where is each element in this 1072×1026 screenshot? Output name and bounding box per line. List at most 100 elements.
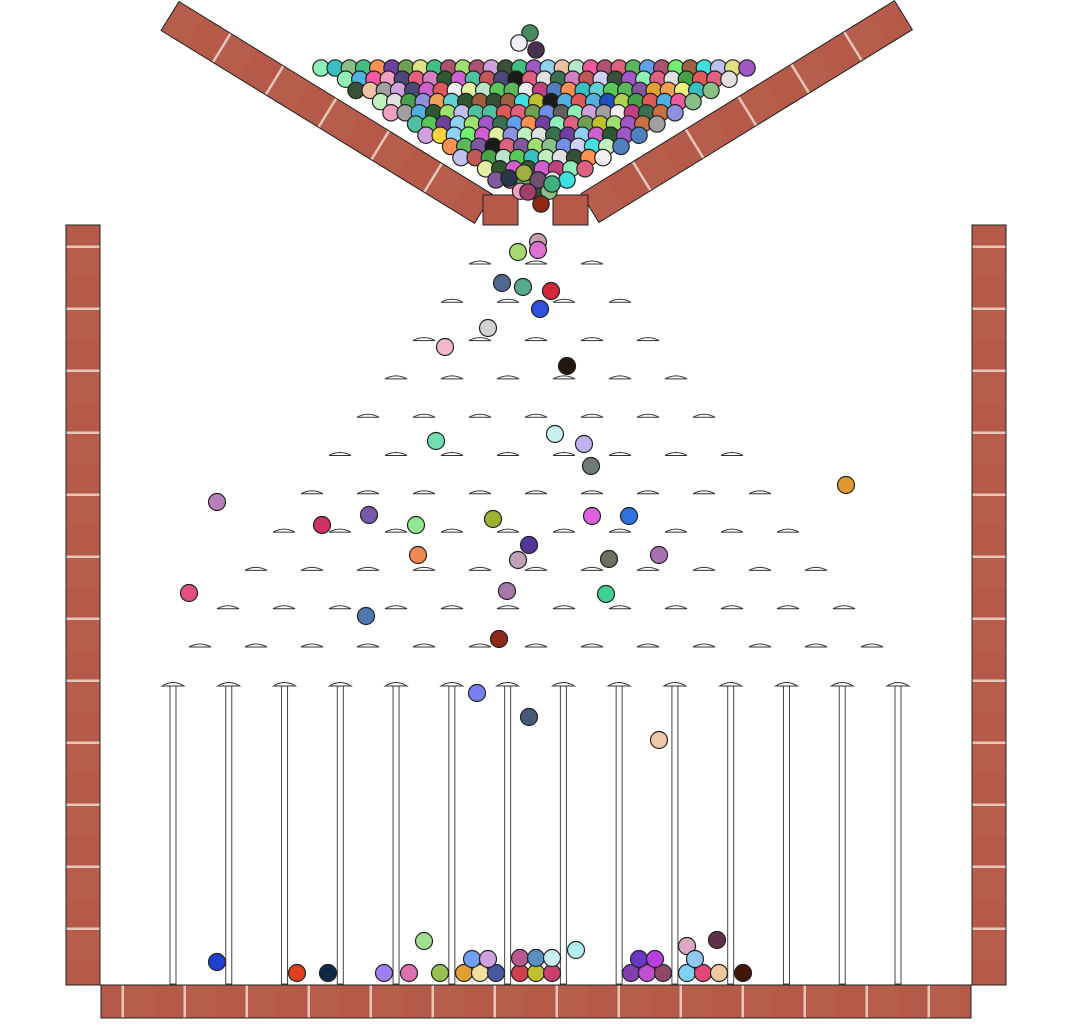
- collected-balls: [207, 930, 753, 983]
- bin-ball: [629, 949, 649, 969]
- bin-divider: [838, 683, 846, 985]
- hopper-ball-pile: [312, 24, 756, 213]
- bin-divider-cap: [717, 682, 744, 687]
- peg: [384, 452, 408, 456]
- peg: [356, 643, 380, 648]
- falling-ball: [574, 434, 594, 454]
- hopper-ball: [648, 115, 666, 133]
- peg: [356, 490, 380, 495]
- falling-ball: [513, 277, 533, 297]
- falling-ball: [508, 242, 528, 262]
- falling-ball: [649, 730, 669, 750]
- hopper-ball: [612, 137, 630, 156]
- bin-ball: [430, 963, 450, 983]
- peg: [804, 643, 828, 648]
- peg: [720, 528, 744, 533]
- peg: [468, 566, 492, 571]
- peg: [384, 375, 408, 380]
- falling-ball: [599, 549, 619, 569]
- peg: [664, 375, 688, 380]
- hopper-ball: [521, 24, 539, 42]
- peg: [440, 375, 464, 380]
- bin-ball: [653, 963, 673, 983]
- peg: [692, 643, 716, 648]
- peg: [636, 643, 660, 648]
- peg: [580, 566, 604, 571]
- bin-divider: [225, 683, 233, 985]
- falling-ball: [312, 515, 332, 535]
- peg: [272, 605, 296, 610]
- bin-ball: [709, 963, 729, 983]
- peg: [440, 528, 464, 533]
- peg: [748, 490, 772, 495]
- peg: [356, 566, 380, 571]
- peg: [412, 337, 436, 342]
- falling-ball: [406, 515, 426, 535]
- peg: [776, 605, 800, 610]
- peg: [860, 643, 884, 648]
- falling-ball: [541, 281, 561, 301]
- peg: [524, 566, 548, 571]
- peg: [468, 413, 492, 418]
- peg: [300, 643, 324, 648]
- falling-ball: [519, 535, 539, 555]
- peg: [552, 528, 576, 533]
- hopper-ball: [594, 148, 612, 167]
- falling-ball: [528, 240, 548, 260]
- peg: [384, 605, 408, 610]
- peg: [412, 490, 436, 495]
- peg: [692, 566, 716, 571]
- bin-divider-cap: [160, 682, 186, 687]
- peg: [748, 643, 772, 648]
- falling-ball: [497, 581, 517, 601]
- peg: [468, 337, 492, 342]
- bin-divider-cap: [271, 682, 298, 687]
- hopper-ball: [510, 34, 528, 52]
- bin-divider-cap: [662, 682, 688, 687]
- hopper-ball: [684, 92, 702, 111]
- hopper-ball: [532, 195, 550, 213]
- hopper-ball: [738, 59, 756, 77]
- peg: [496, 375, 520, 380]
- bin-divider-cap: [773, 682, 800, 687]
- hopper-ball: [500, 169, 518, 187]
- peg: [804, 566, 828, 571]
- bin-ball: [478, 949, 498, 969]
- bin-ball: [526, 948, 546, 968]
- bin-ball: [414, 931, 434, 951]
- peg: [720, 452, 744, 456]
- bin-divider-cap: [494, 682, 521, 687]
- peg: [356, 413, 380, 418]
- falling-ball: [836, 475, 856, 495]
- peg: [244, 566, 268, 571]
- peg: [272, 528, 296, 533]
- hopper-ball: [630, 126, 648, 144]
- bin-divider-cap: [439, 682, 465, 687]
- falling-ball: [478, 318, 498, 338]
- bin-ball: [677, 936, 697, 956]
- bin-divider: [894, 683, 902, 985]
- peg: [440, 452, 464, 456]
- falling-balls: [179, 232, 856, 750]
- peg: [328, 452, 352, 456]
- bin-divider-cap: [327, 682, 354, 687]
- peg: [188, 643, 212, 648]
- falling-ball: [557, 356, 577, 376]
- hopper-ball: [527, 41, 545, 59]
- bin-divider: [559, 683, 567, 985]
- peg: [748, 566, 772, 571]
- peg: [300, 490, 324, 495]
- peg: [440, 605, 464, 610]
- hopper-ball: [576, 160, 594, 178]
- bin-divider: [782, 683, 790, 985]
- peg: [524, 643, 548, 648]
- peg: [496, 298, 520, 303]
- bin-ball: [645, 949, 665, 969]
- hopper-right-wall: [580, 0, 914, 224]
- hopper: [160, 0, 914, 226]
- bin-ball: [486, 963, 506, 983]
- peg: [692, 490, 716, 495]
- falling-ball: [489, 629, 509, 649]
- falling-ball: [582, 506, 602, 526]
